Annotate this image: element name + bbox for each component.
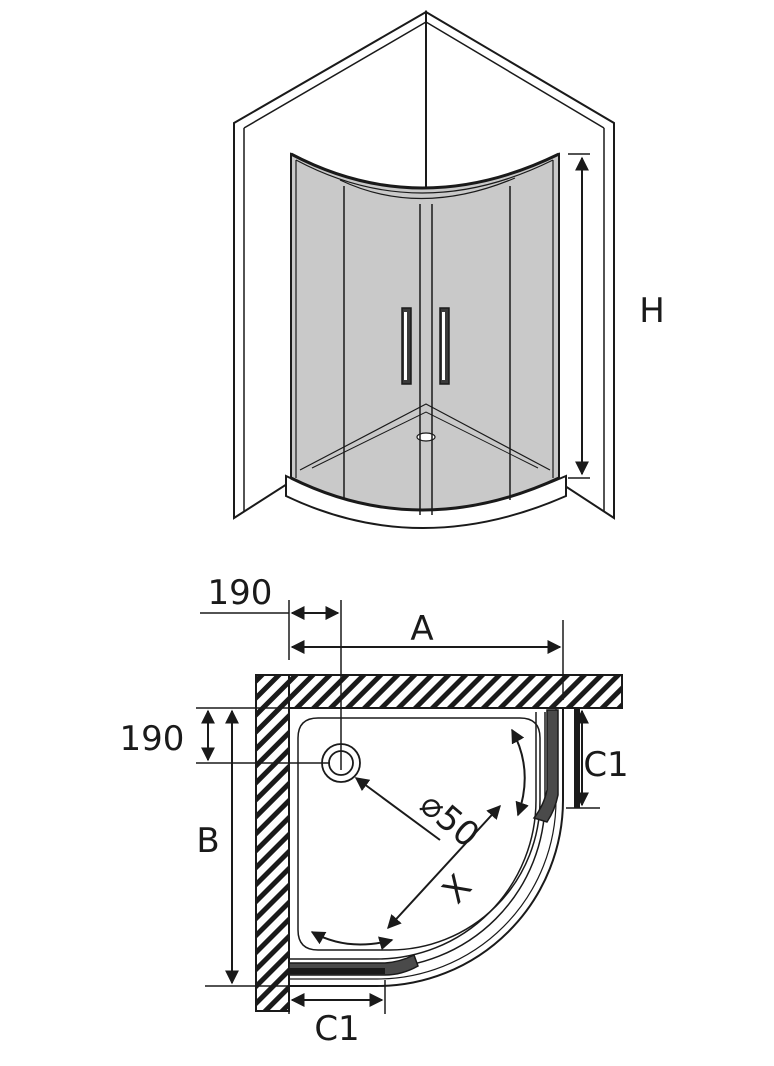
tray-inner-edge [299, 403, 551, 471]
isometric-view: H [233, 10, 665, 529]
dim-190-horizontal [200, 600, 342, 770]
width-b-label: B [196, 821, 219, 861]
dim-a [290, 620, 564, 700]
plan-view: ⌀50 190 A 190 B [120, 573, 629, 1049]
c1-right-label: C1 [583, 745, 628, 785]
height-dimension [568, 153, 590, 479]
dim-b [205, 709, 289, 987]
wall-top-hatch [255, 674, 623, 709]
dim-x [387, 804, 501, 930]
door-handle-right [439, 307, 450, 385]
offset-y-label: 190 [120, 719, 185, 759]
door-swing-bottom [310, 931, 394, 951]
dim-c1-right [566, 709, 600, 809]
dim-190-vertical [196, 707, 330, 764]
door-swing-right [511, 728, 529, 817]
door-handle-left [401, 307, 412, 385]
wall-profile-right [574, 708, 580, 808]
wall-profile-bottom [289, 968, 385, 974]
dim-c1-bottom [288, 980, 386, 1014]
height-label: H [639, 291, 665, 331]
wall-left-hatch [255, 674, 290, 1012]
width-a-label: A [410, 609, 433, 649]
tray-drain [416, 432, 436, 442]
fixed-panel-right [532, 709, 559, 823]
offset-x-label: 190 [208, 573, 273, 613]
glass-enclosure [290, 152, 560, 511]
c1-bottom-label: C1 [314, 1009, 359, 1049]
